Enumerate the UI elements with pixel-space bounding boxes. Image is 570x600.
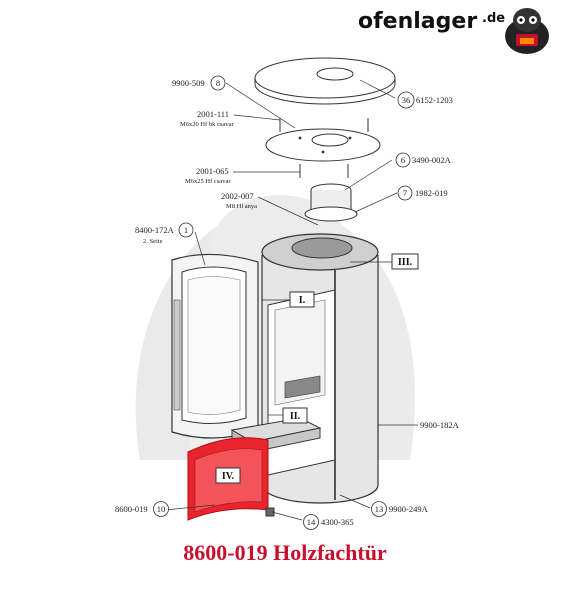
svg-text:8600-019: 8600-019: [115, 504, 148, 514]
svg-text:M6x25 Hf csavar: M6x25 Hf csavar: [185, 178, 231, 185]
door-frame-part-1: [171, 253, 259, 439]
callout-8400-172A: 8400-172A 1 2. Seite: [135, 222, 194, 245]
svg-text:2. Seite: 2. Seite: [143, 238, 163, 245]
svg-text:2001-111: 2001-111: [197, 109, 229, 119]
callout-9900-249A: 13 9900-249A: [371, 501, 429, 517]
screws: [279, 118, 369, 178]
svg-text:8: 8: [216, 78, 220, 88]
callout-2002-007: 2002-007 M8 Hl anya: [221, 191, 257, 210]
svg-text:2002-007: 2002-007: [221, 191, 254, 201]
logo-brand: ofenlager: [358, 9, 477, 34]
leader-lines: [164, 79, 418, 521]
callout-9900-182A: 9900-182A: [420, 420, 460, 430]
svg-text:9900-182A: 9900-182A: [420, 420, 460, 430]
marker-II: II.: [282, 407, 308, 424]
svg-text:10: 10: [157, 504, 166, 514]
svg-text:36: 36: [402, 95, 411, 105]
svg-text:13: 13: [375, 504, 384, 514]
flue-collar: [304, 183, 358, 222]
part-caption: 8600-019 Holzfachtür: [183, 540, 387, 565]
svg-text:2001-065: 2001-065: [196, 166, 229, 176]
stove-body: [261, 233, 379, 504]
callout-3490-002A: 6 3490-002A: [395, 152, 452, 168]
logo-suffix: .de: [482, 11, 505, 26]
callout-2001-065: 2001-065 M6x25 Hf csavar: [185, 166, 231, 185]
svg-text:8400-172A: 8400-172A: [135, 225, 175, 235]
svg-text:9900-249A: 9900-249A: [389, 504, 429, 514]
middle-plate: [265, 128, 381, 162]
svg-text:6152-1203: 6152-1203: [416, 95, 453, 105]
callout-6152-1203: 36 6152-1203: [397, 91, 453, 109]
callout-8600-019: 8600-019 10: [115, 501, 169, 517]
svg-text:6: 6: [401, 155, 405, 165]
callout-1982-019: 7 1982-019: [397, 185, 448, 201]
svg-text:I.: I.: [299, 295, 306, 306]
callout-2001-111: 2001-111 M6x20 Hf bk csavar: [180, 109, 234, 128]
svg-text:M6x20 Hf bk csavar: M6x20 Hf bk csavar: [180, 121, 234, 128]
svg-text:1982-019: 1982-019: [415, 188, 448, 198]
svg-text:9900-509: 9900-509: [172, 78, 205, 88]
svg-text:4300-365: 4300-365: [321, 517, 354, 527]
svg-text:M8 Hl anya: M8 Hl anya: [226, 203, 257, 210]
callout-4300-365: 14 4300-365: [303, 514, 354, 530]
top-cover-plate: [254, 57, 396, 105]
marker-III: III.: [391, 253, 419, 270]
svg-text:IV.: IV.: [222, 471, 235, 482]
stove-foot: [265, 507, 275, 517]
callout-9900-509: 9900-509 8: [172, 75, 226, 91]
logo-mascot-icon: [505, 8, 549, 54]
marker-I: I.: [289, 291, 315, 308]
svg-text:7: 7: [403, 188, 407, 198]
svg-text:III.: III.: [398, 257, 413, 268]
svg-text:3490-002A: 3490-002A: [412, 155, 452, 165]
svg-text:1: 1: [184, 225, 188, 235]
marker-IV: IV.: [215, 467, 241, 484]
svg-text:II.: II.: [290, 411, 301, 422]
svg-text:14: 14: [307, 517, 316, 527]
ofenlager-logo: ofenlager .de: [358, 8, 549, 54]
